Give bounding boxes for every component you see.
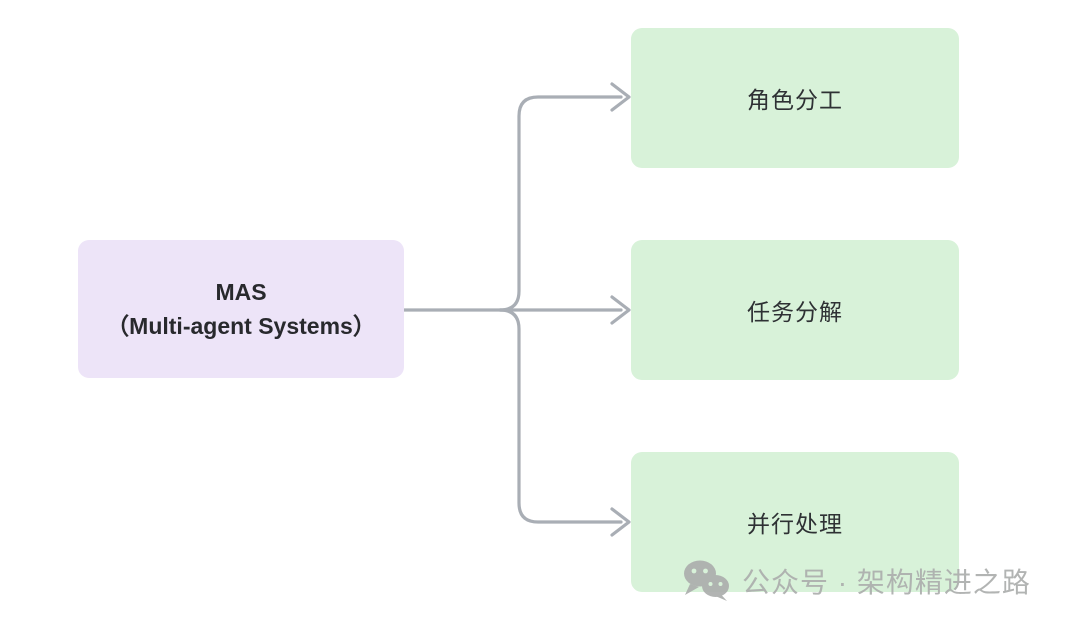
wechat-icon xyxy=(683,560,731,602)
node-mas: MAS （Multi-agent Systems） xyxy=(78,240,404,378)
node-label: 并行处理 xyxy=(747,511,843,537)
node-mas-title: MAS xyxy=(215,279,267,305)
watermark: 公众号 · 架构精进之路 xyxy=(683,557,1031,605)
node-label: 角色分工 xyxy=(747,87,843,113)
connector-line-top xyxy=(498,95,623,312)
node-role-division: 角色分工 xyxy=(631,28,959,168)
node-label: 任务分解 xyxy=(747,299,843,325)
node-mas-subtitle: （Multi-agent Systems） xyxy=(106,313,376,339)
connector-line-bottom xyxy=(498,308,623,524)
watermark-text: 公众号 · 架构精进之路 xyxy=(742,567,1031,598)
arrowhead-bottom-icon xyxy=(610,507,631,537)
arrowhead-top-icon xyxy=(610,82,631,112)
arrowhead-middle-icon xyxy=(610,295,631,325)
connector-group xyxy=(402,82,631,537)
node-task-decomposition: 任务分解 xyxy=(631,240,959,380)
